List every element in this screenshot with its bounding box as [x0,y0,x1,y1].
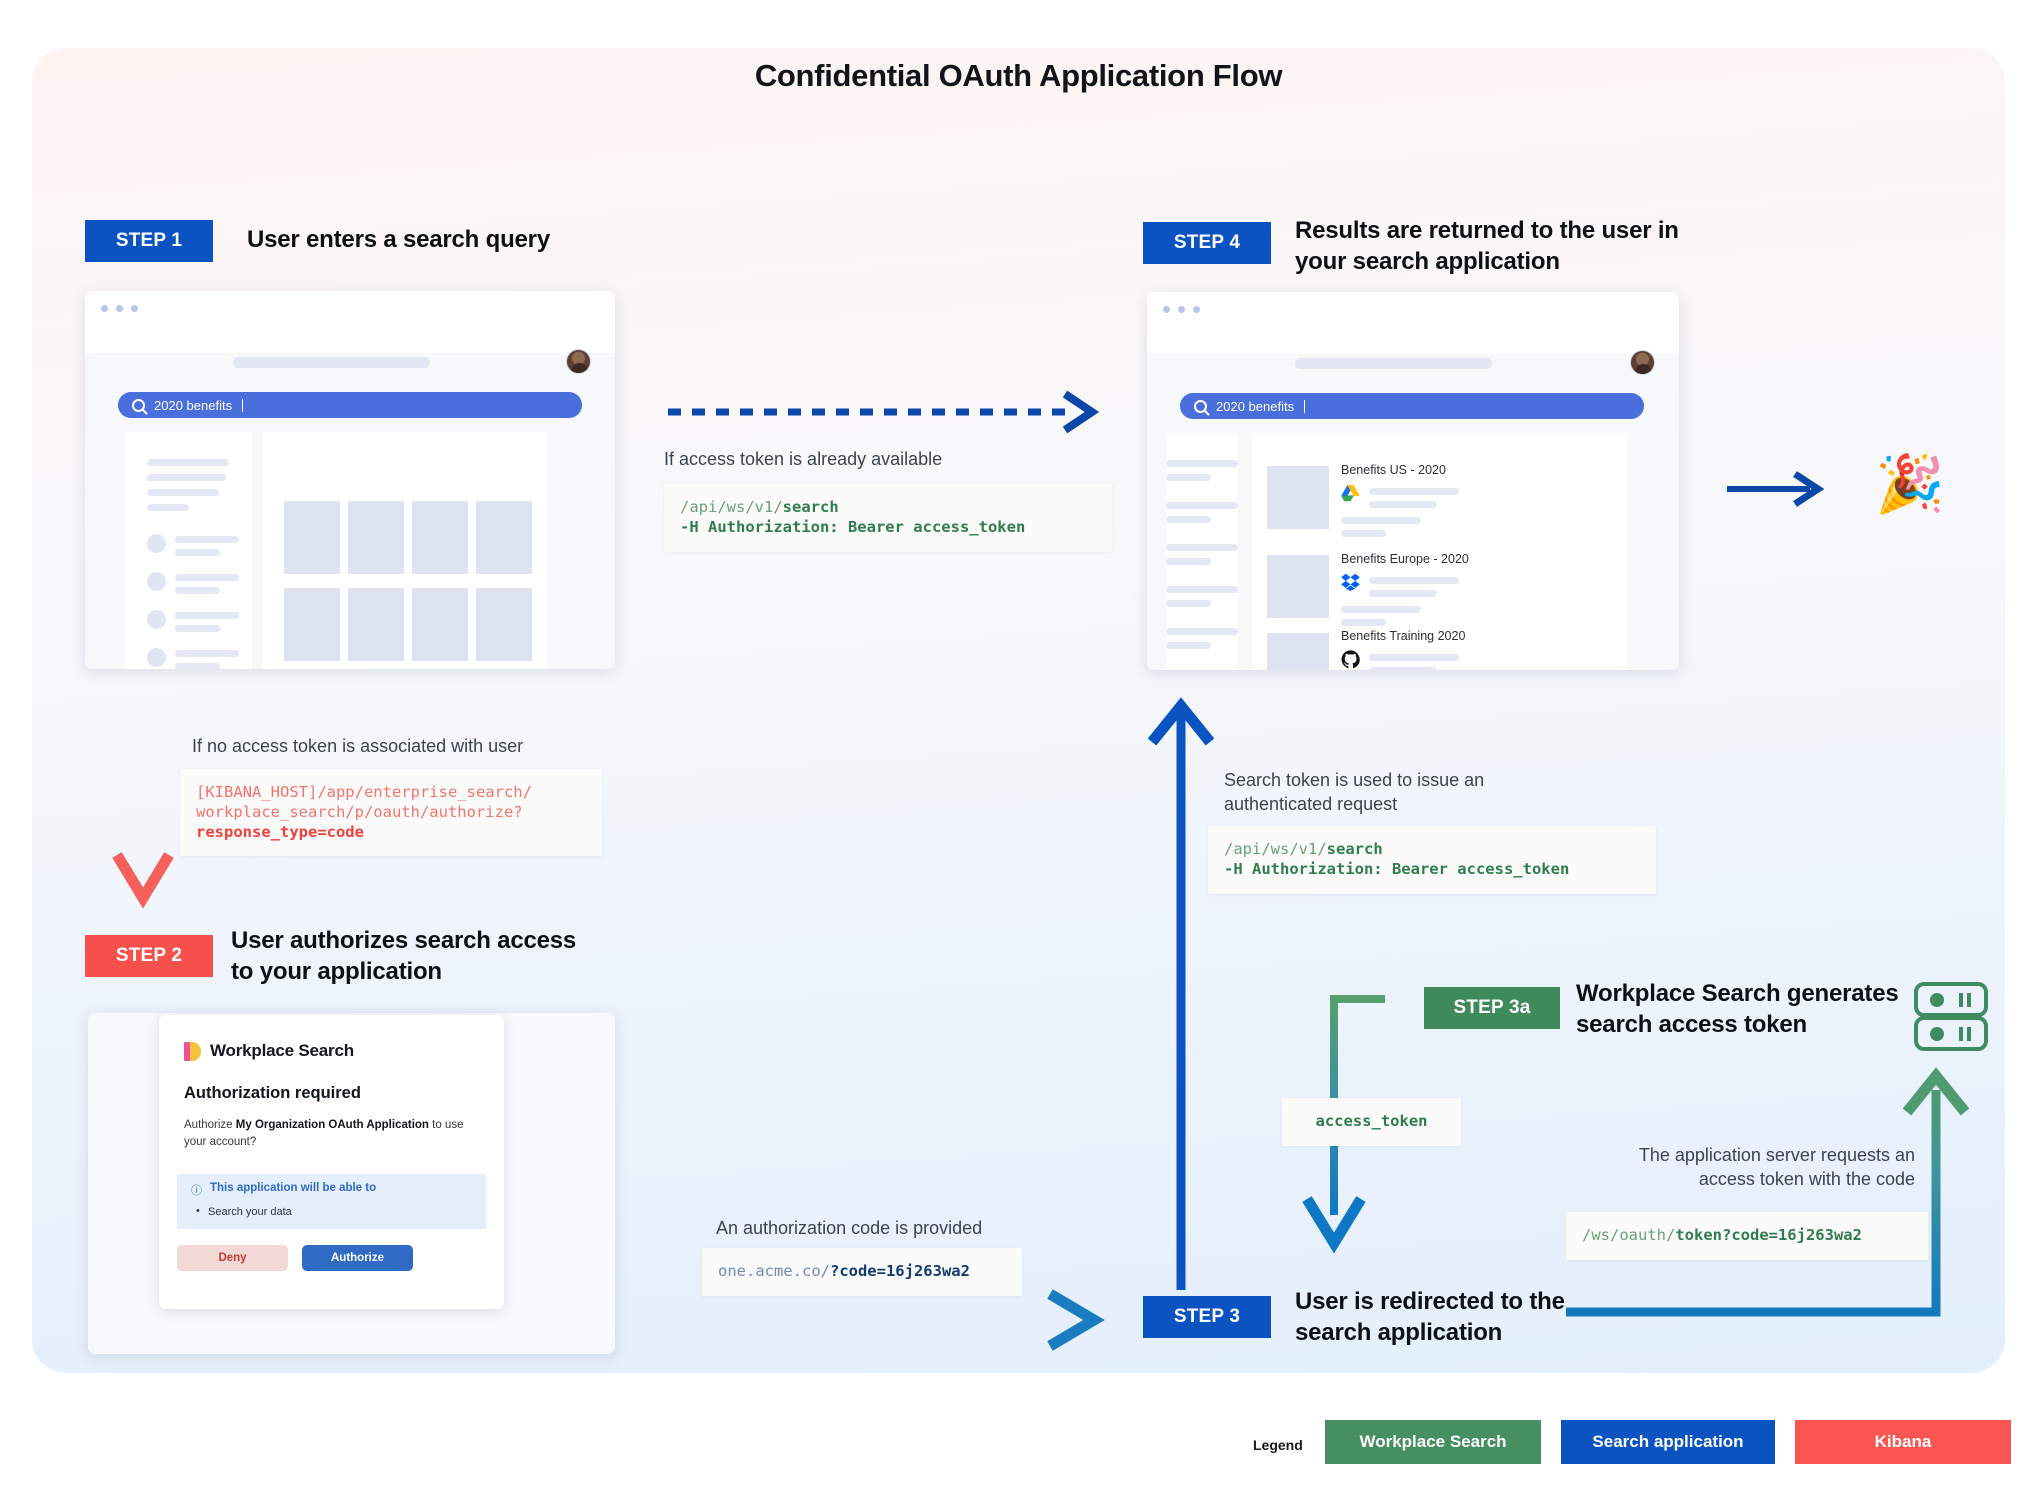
step-4-tag: STEP 4 [1143,222,1271,264]
browser-toolbar [85,291,615,353]
note-auth-code: An authorization code is provided [716,1218,983,1238]
code-token-bold: token?code=16j263wa2 [1675,1226,1862,1244]
search-query-text: 2020 benefits [1216,398,1295,414]
github-icon [1341,650,1360,669]
step-1-title: User enters a search query [247,226,550,253]
search-browser-mockup-2: 2020 benefits Benefits US - 2020 [1147,292,1679,670]
auth-heading: Authorization required [184,1084,361,1102]
url-bar-placeholder [233,357,430,368]
legend-chip-workplace-search: Workplace Search [1325,1420,1541,1464]
legend-chip-kibana: Kibana [1795,1420,2011,1464]
step-3-title: User is redirected to the search applica… [1295,1288,1565,1346]
note-no-token: If no access token is associated with us… [192,736,524,756]
code-search-request-top: /api/ws/v1/search -H Authorization: Bear… [664,484,1112,552]
code-kibana-line2: workplace_search/p/oauth/authorize? [196,802,523,821]
legend-chip-search-application: Search application [1561,1420,1775,1464]
code-redirect-url: one.acme.co/?code=16j263wa2 [702,1248,1022,1296]
step-2-title: User authorizes search access to your ap… [231,927,577,985]
note-token-available: If access token is already available [664,449,943,469]
code-path-bold: search [782,498,839,516]
permissions-box [177,1174,486,1229]
window-dots-icon [1163,306,1200,313]
search-icon [132,398,145,412]
results-grid-panel [263,432,547,669]
permissions-heading: This application will be able to [210,1182,377,1194]
results-list-panel: Benefits US - 2020 Benefits Europe - 202… [1252,433,1627,670]
google-drive-icon [1341,485,1360,502]
search-query-text: 2020 benefits [154,397,233,413]
authorization-card: Workplace Search Authorization required … [159,1015,504,1309]
step-3-tag: STEP 3 [1143,1296,1271,1338]
code-path-dim: /api/ws/v1/ [680,498,783,516]
celebration-icon: 🎉 [1875,452,1945,515]
auth-app-name: My Organization OAuth Application [235,1119,429,1131]
code-token-dim: /ws/oauth/ [1582,1226,1676,1244]
facets-panel [125,432,252,669]
facets-panel [1166,433,1238,670]
deny-button[interactable]: Deny [177,1245,288,1271]
avatar [1630,350,1655,375]
code-redirect-bold: ?code=16j263wa2 [829,1262,970,1280]
code-kibana-line3: response_type=code [196,822,364,841]
code-redirect-dim: one.acme.co/ [718,1262,830,1280]
auth-body: Authorize My Organization OAuth Applicat… [184,1117,480,1150]
permission-item: Search your data [196,1205,292,1218]
note-server-requests: The application server requests an acces… [1638,1145,1915,1190]
authorize-button[interactable]: Authorize [302,1245,413,1271]
code-token-request: /ws/oauth/token?code=16j263wa2 [1566,1212,1928,1260]
result-title: Benefits Europe - 2020 [1341,552,1469,566]
code-path-dim: /api/ws/v1/ [1224,840,1327,858]
note-search-token-used: Search token is used to issue an authent… [1224,770,1485,815]
window-dots-icon [101,305,138,312]
avatar [566,349,591,374]
elastic-mark-icon [184,1041,201,1061]
auth-body-pre: Authorize [184,1119,236,1131]
code-search-request-mid: /api/ws/v1/search -H Authorization: Bear… [1208,826,1656,894]
search-input-1[interactable]: 2020 benefits [118,392,582,418]
result-title: Benefits Training 2020 [1341,629,1466,643]
code-auth-header: -H Authorization: Bearer access_token [680,517,1026,536]
code-access-token-label: access_token [1282,1098,1461,1146]
workplace-search-logo: Workplace Search [184,1041,354,1061]
result-title: Benefits US - 2020 [1341,463,1446,477]
step-1-tag: STEP 1 [85,220,213,262]
code-kibana-line1: [KIBANA_HOST]/app/enterprise_search/ [196,783,532,801]
step-2-tag: STEP 2 [85,935,213,977]
dropbox-icon [1341,573,1360,591]
page-title: Confidential OAuth Application Flow [754,58,1283,93]
access-token-text: access_token [1315,1112,1428,1130]
legend-label: Legend [1253,1437,1303,1453]
info-icon: ⓘ [191,1185,202,1197]
step-3a-tag: STEP 3a [1424,987,1560,1029]
step-4-title: Results are returned to the user in your… [1295,217,1679,275]
auth-body-post: to use your account? [184,1119,464,1148]
search-input-2[interactable]: 2020 benefits [1180,393,1644,419]
search-icon [1194,399,1207,413]
url-bar-placeholder [1295,358,1492,369]
code-auth-header: -H Authorization: Bearer access_token [1224,859,1570,878]
step-3a-title: Workplace Search generates search access… [1576,980,1899,1038]
product-name: Workplace Search [210,1041,354,1060]
browser-toolbar [1147,292,1679,354]
code-path-bold: search [1326,840,1383,858]
search-browser-mockup-1: 2020 benefits [85,291,615,669]
code-kibana-authorize: [KIBANA_HOST]/app/enterprise_search/ wor… [180,769,602,857]
